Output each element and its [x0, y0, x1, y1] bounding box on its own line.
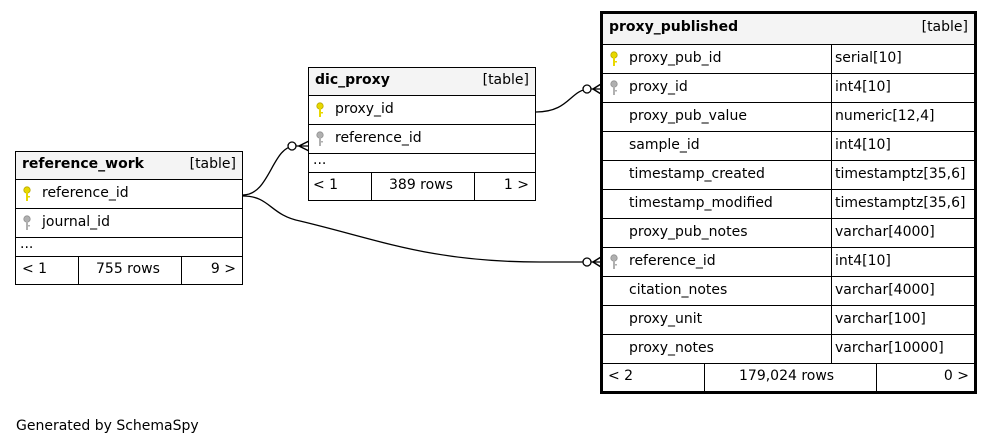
- row-count: 179,024 rows: [739, 368, 835, 384]
- column-name: timestamp_created: [629, 166, 765, 182]
- table-header[interactable]: reference_work [table]: [16, 152, 242, 180]
- foreign-key-icon: [23, 215, 31, 230]
- child-count: 9 >: [210, 261, 236, 277]
- column-name: timestamp_modified: [629, 195, 773, 211]
- column-row[interactable]: citation_notes varchar[4000]: [603, 277, 974, 306]
- column-type: timestamptz[35,6]: [835, 166, 966, 182]
- link-crowfoot-marker: [297, 140, 310, 152]
- primary-key-icon: [23, 186, 31, 201]
- table-reference-work[interactable]: reference_work [table] reference_id jour…: [15, 151, 243, 285]
- table-footer: < 1 755 rows 9 >: [16, 257, 242, 284]
- parent-count: < 1: [313, 177, 339, 193]
- column-type: int4[10]: [835, 253, 891, 269]
- column-row[interactable]: journal_id: [16, 209, 242, 238]
- table-dic-proxy[interactable]: dic_proxy [table] proxy_id reference_id …: [308, 67, 536, 201]
- column-type: varchar[10000]: [835, 340, 944, 356]
- column-row[interactable]: proxy_pub_notes varchar[4000]: [603, 219, 974, 248]
- row-count: 389 rows: [389, 177, 453, 193]
- child-count: 1 >: [503, 177, 529, 193]
- column-name: proxy_pub_notes: [629, 224, 748, 240]
- table-name: dic_proxy: [315, 72, 390, 88]
- column-row[interactable]: reference_id int4[10]: [603, 248, 974, 277]
- row-count: 755 rows: [96, 261, 160, 277]
- column-row[interactable]: proxy_pub_id serial[10]: [603, 45, 974, 74]
- foreign-key-icon: [316, 131, 324, 146]
- table-name: proxy_published: [609, 19, 739, 35]
- table-proxy-published[interactable]: proxy_published [table] proxy_pub_id seri…: [600, 11, 977, 394]
- generated-by-label: Generated by SchemaSpy: [16, 418, 199, 434]
- column-row[interactable]: reference_id: [16, 180, 242, 209]
- column-name: reference_id: [42, 185, 129, 201]
- column-type: numeric[12,4]: [835, 108, 935, 124]
- column-row[interactable]: sample_id int4[10]: [603, 132, 974, 161]
- primary-key-icon: [610, 51, 618, 66]
- column-type: varchar[100]: [835, 311, 926, 327]
- column-name: proxy_id: [629, 79, 688, 95]
- column-type: varchar[4000]: [835, 224, 935, 240]
- column-row[interactable]: proxy_unit varchar[100]: [603, 306, 974, 335]
- column-name: proxy_id: [335, 101, 394, 117]
- column-type: serial[10]: [835, 50, 902, 66]
- foreign-key-icon: [610, 80, 618, 95]
- column-name: proxy_pub_id: [629, 50, 722, 66]
- link-optional-marker: [582, 257, 592, 267]
- parent-count: < 1: [22, 261, 48, 277]
- column-name: citation_notes: [629, 282, 728, 298]
- link-dic-proxy-to-proxy-published: [535, 88, 600, 113]
- column-type: timestamptz[35,6]: [835, 195, 966, 211]
- column-type: int4[10]: [835, 137, 891, 153]
- column-name: journal_id: [42, 214, 110, 230]
- parent-count: < 2: [608, 368, 634, 384]
- table-footer: < 2 179,024 rows 0 >: [603, 364, 974, 391]
- column-row[interactable]: reference_id: [309, 125, 535, 154]
- link-crowfoot-marker: [591, 83, 602, 95]
- column-name: proxy_notes: [629, 340, 714, 356]
- foreign-key-icon: [610, 254, 618, 269]
- table-kind: [table]: [482, 72, 529, 88]
- table-kind: [table]: [189, 156, 236, 172]
- link-optional-marker: [287, 141, 297, 151]
- column-row[interactable]: timestamp_created timestamptz[35,6]: [603, 161, 974, 190]
- table-header[interactable]: dic_proxy [table]: [309, 68, 535, 96]
- more-columns-ellipsis: ...: [16, 236, 242, 257]
- primary-key-icon: [316, 102, 324, 117]
- child-count: 0 >: [943, 368, 969, 384]
- column-name: proxy_unit: [629, 311, 703, 327]
- column-row[interactable]: proxy_notes varchar[10000]: [603, 335, 974, 364]
- column-name: reference_id: [335, 130, 422, 146]
- column-row[interactable]: proxy_pub_value numeric[12,4]: [603, 103, 974, 132]
- table-header[interactable]: proxy_published [table]: [603, 14, 974, 45]
- column-name: sample_id: [629, 137, 700, 153]
- column-type: int4[10]: [835, 79, 891, 95]
- link-reference-work-to-proxy-published: [242, 195, 600, 263]
- table-kind: [table]: [921, 19, 968, 35]
- column-row[interactable]: proxy_id: [309, 96, 535, 125]
- column-name: proxy_pub_value: [629, 108, 747, 124]
- more-columns-ellipsis: ...: [309, 152, 535, 173]
- table-name: reference_work: [22, 156, 144, 172]
- column-type: varchar[4000]: [835, 282, 935, 298]
- column-row[interactable]: timestamp_modified timestamptz[35,6]: [603, 190, 974, 219]
- link-reference-work-to-dic-proxy: [242, 145, 308, 196]
- column-row[interactable]: proxy_id int4[10]: [603, 74, 974, 103]
- column-name: reference_id: [629, 253, 716, 269]
- table-footer: < 1 389 rows 1 >: [309, 173, 535, 200]
- link-optional-marker: [582, 84, 592, 94]
- link-crowfoot-marker: [591, 256, 602, 268]
